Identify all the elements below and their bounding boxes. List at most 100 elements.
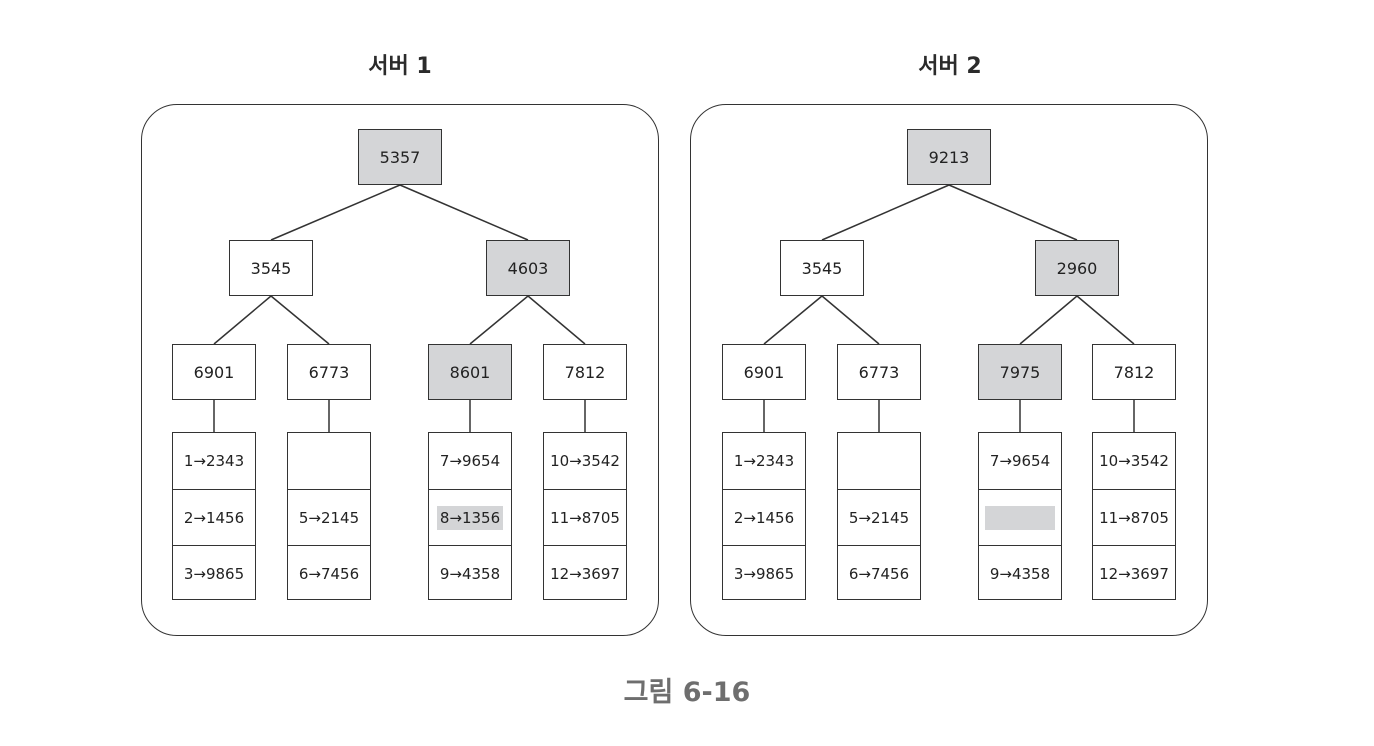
bucket-entry: 2→1456	[723, 489, 805, 545]
bucket-entry	[838, 433, 920, 489]
tree-edge	[948, 184, 1078, 241]
data-bucket: 10→3542 11→8705 12→3697	[1092, 432, 1176, 600]
mid-hash-node-label: 2960	[1056, 258, 1098, 278]
bucket-entry-text: 12→3697	[550, 564, 620, 583]
bucket-entry-text: 3→9865	[183, 564, 245, 583]
bucket-hash-node-label: 6901	[193, 362, 235, 382]
tree-edge	[469, 295, 529, 345]
bucket-hash-node-label: 7975	[999, 362, 1041, 382]
data-bucket: 7→9654 8→1356 9→4358	[428, 432, 512, 600]
bucket-hash-node: 7975	[978, 344, 1062, 400]
bucket-entry-text: 9→4358	[439, 564, 501, 583]
bucket-entry-text: 10→3542	[1099, 452, 1169, 470]
bucket-entry: 2→1456	[173, 489, 255, 545]
bucket-hash-node-label: 8601	[449, 362, 491, 382]
tree-edge	[763, 295, 823, 345]
bucket-entry	[288, 433, 370, 489]
root-hash-node: 5357	[358, 129, 442, 185]
bucket-hash-node-label: 6773	[308, 362, 350, 382]
bucket-entry	[979, 489, 1061, 545]
bucket-entry: 7→9654	[979, 433, 1061, 489]
bucket-entry-text: 3→9865	[733, 564, 795, 583]
bucket-entry: 6→7456	[288, 545, 370, 601]
bucket-entry-text: 5→2145	[298, 508, 360, 527]
server-frame	[690, 104, 1208, 636]
bucket-entry: 1→2343	[173, 433, 255, 489]
bucket-entry-text: 11→8705	[550, 508, 620, 527]
server-title: 서버 2	[918, 54, 982, 79]
mid-hash-node-label: 3545	[801, 258, 843, 278]
tree-edge	[1019, 295, 1078, 345]
mid-hash-node: 2960	[1035, 240, 1119, 296]
bucket-entry: 12→3697	[1093, 545, 1175, 601]
data-bucket: 1→2343 2→1456 3→9865	[172, 432, 256, 600]
data-bucket: 5→2145 6→7456	[837, 432, 921, 600]
bucket-hash-node: 7812	[1092, 344, 1176, 400]
bucket-entry: 10→3542	[544, 433, 626, 489]
bucket-entry-text: 7→9654	[989, 452, 1051, 470]
bucket-entry-text: 8→1356	[436, 505, 504, 530]
bucket-hash-node-label: 7812	[564, 362, 606, 382]
data-bucket: 1→2343 2→1456 3→9865	[722, 432, 806, 600]
server-title: 서버 1	[368, 54, 432, 79]
data-bucket: 10→3542 11→8705 12→3697	[543, 432, 627, 600]
bucket-entry-text	[326, 458, 332, 464]
bucket-entry-text	[876, 458, 882, 464]
bucket-hash-node-label: 6901	[743, 362, 785, 382]
tree-edge	[1076, 295, 1135, 345]
mid-hash-node-label: 3545	[250, 258, 292, 278]
bucket-hash-node: 6901	[172, 344, 256, 400]
bucket-entry: 8→1356	[429, 489, 511, 545]
server-frame	[141, 104, 659, 636]
bucket-entry: 11→8705	[544, 489, 626, 545]
root-hash-node-label: 5357	[379, 147, 421, 167]
tree-edge	[399, 184, 529, 241]
bucket-hash-node: 7812	[543, 344, 627, 400]
mid-hash-node-label: 4603	[507, 258, 549, 278]
bucket-entry: 10→3542	[1093, 433, 1175, 489]
bucket-entry-text: 9→4358	[989, 564, 1051, 583]
bucket-entry-text: 10→3542	[550, 452, 620, 470]
bucket-entry-text: 1→2343	[733, 452, 795, 470]
bucket-entry-text: 2→1456	[733, 508, 795, 527]
tree-edge	[270, 184, 401, 241]
bucket-entry: 3→9865	[723, 545, 805, 601]
data-bucket: 7→9654 9→4358	[978, 432, 1062, 600]
bucket-hash-node-label: 7812	[1113, 362, 1155, 382]
bucket-entry: 5→2145	[838, 489, 920, 545]
bucket-entry: 12→3697	[544, 545, 626, 601]
bucket-entry-text: 6→7456	[298, 564, 360, 583]
root-hash-node-label: 9213	[928, 147, 970, 167]
bucket-entry: 9→4358	[979, 545, 1061, 601]
bucket-entry: 6→7456	[838, 545, 920, 601]
tree-edge	[821, 295, 880, 345]
bucket-entry-text: 11→8705	[1099, 508, 1169, 527]
mid-hash-node: 3545	[780, 240, 864, 296]
tree-edge	[270, 295, 330, 345]
bucket-entry-text: 1→2343	[183, 452, 245, 470]
mid-hash-node: 4603	[486, 240, 570, 296]
bucket-entry: 9→4358	[429, 545, 511, 601]
bucket-entry-text: 5→2145	[848, 508, 910, 527]
bucket-entry-text: 7→9654	[439, 452, 501, 470]
bucket-hash-node-label: 6773	[858, 362, 900, 382]
tree-edge	[527, 295, 586, 345]
bucket-hash-node: 6773	[837, 344, 921, 400]
root-hash-node: 9213	[907, 129, 991, 185]
bucket-entry-text: 2→1456	[183, 508, 245, 527]
bucket-hash-node: 6773	[287, 344, 371, 400]
bucket-entry-text: 12→3697	[1099, 564, 1169, 583]
mid-hash-node: 3545	[229, 240, 313, 296]
data-bucket: 5→2145 6→7456	[287, 432, 371, 600]
bucket-entry-text: 6→7456	[848, 564, 910, 583]
removed-entry-marker	[985, 505, 1055, 530]
bucket-entry: 5→2145	[288, 489, 370, 545]
bucket-entry: 7→9654	[429, 433, 511, 489]
bucket-entry: 3→9865	[173, 545, 255, 601]
bucket-hash-node: 8601	[428, 344, 512, 400]
bucket-entry: 1→2343	[723, 433, 805, 489]
tree-edge	[213, 295, 272, 345]
bucket-entry: 11→8705	[1093, 489, 1175, 545]
bucket-hash-node: 6901	[722, 344, 806, 400]
